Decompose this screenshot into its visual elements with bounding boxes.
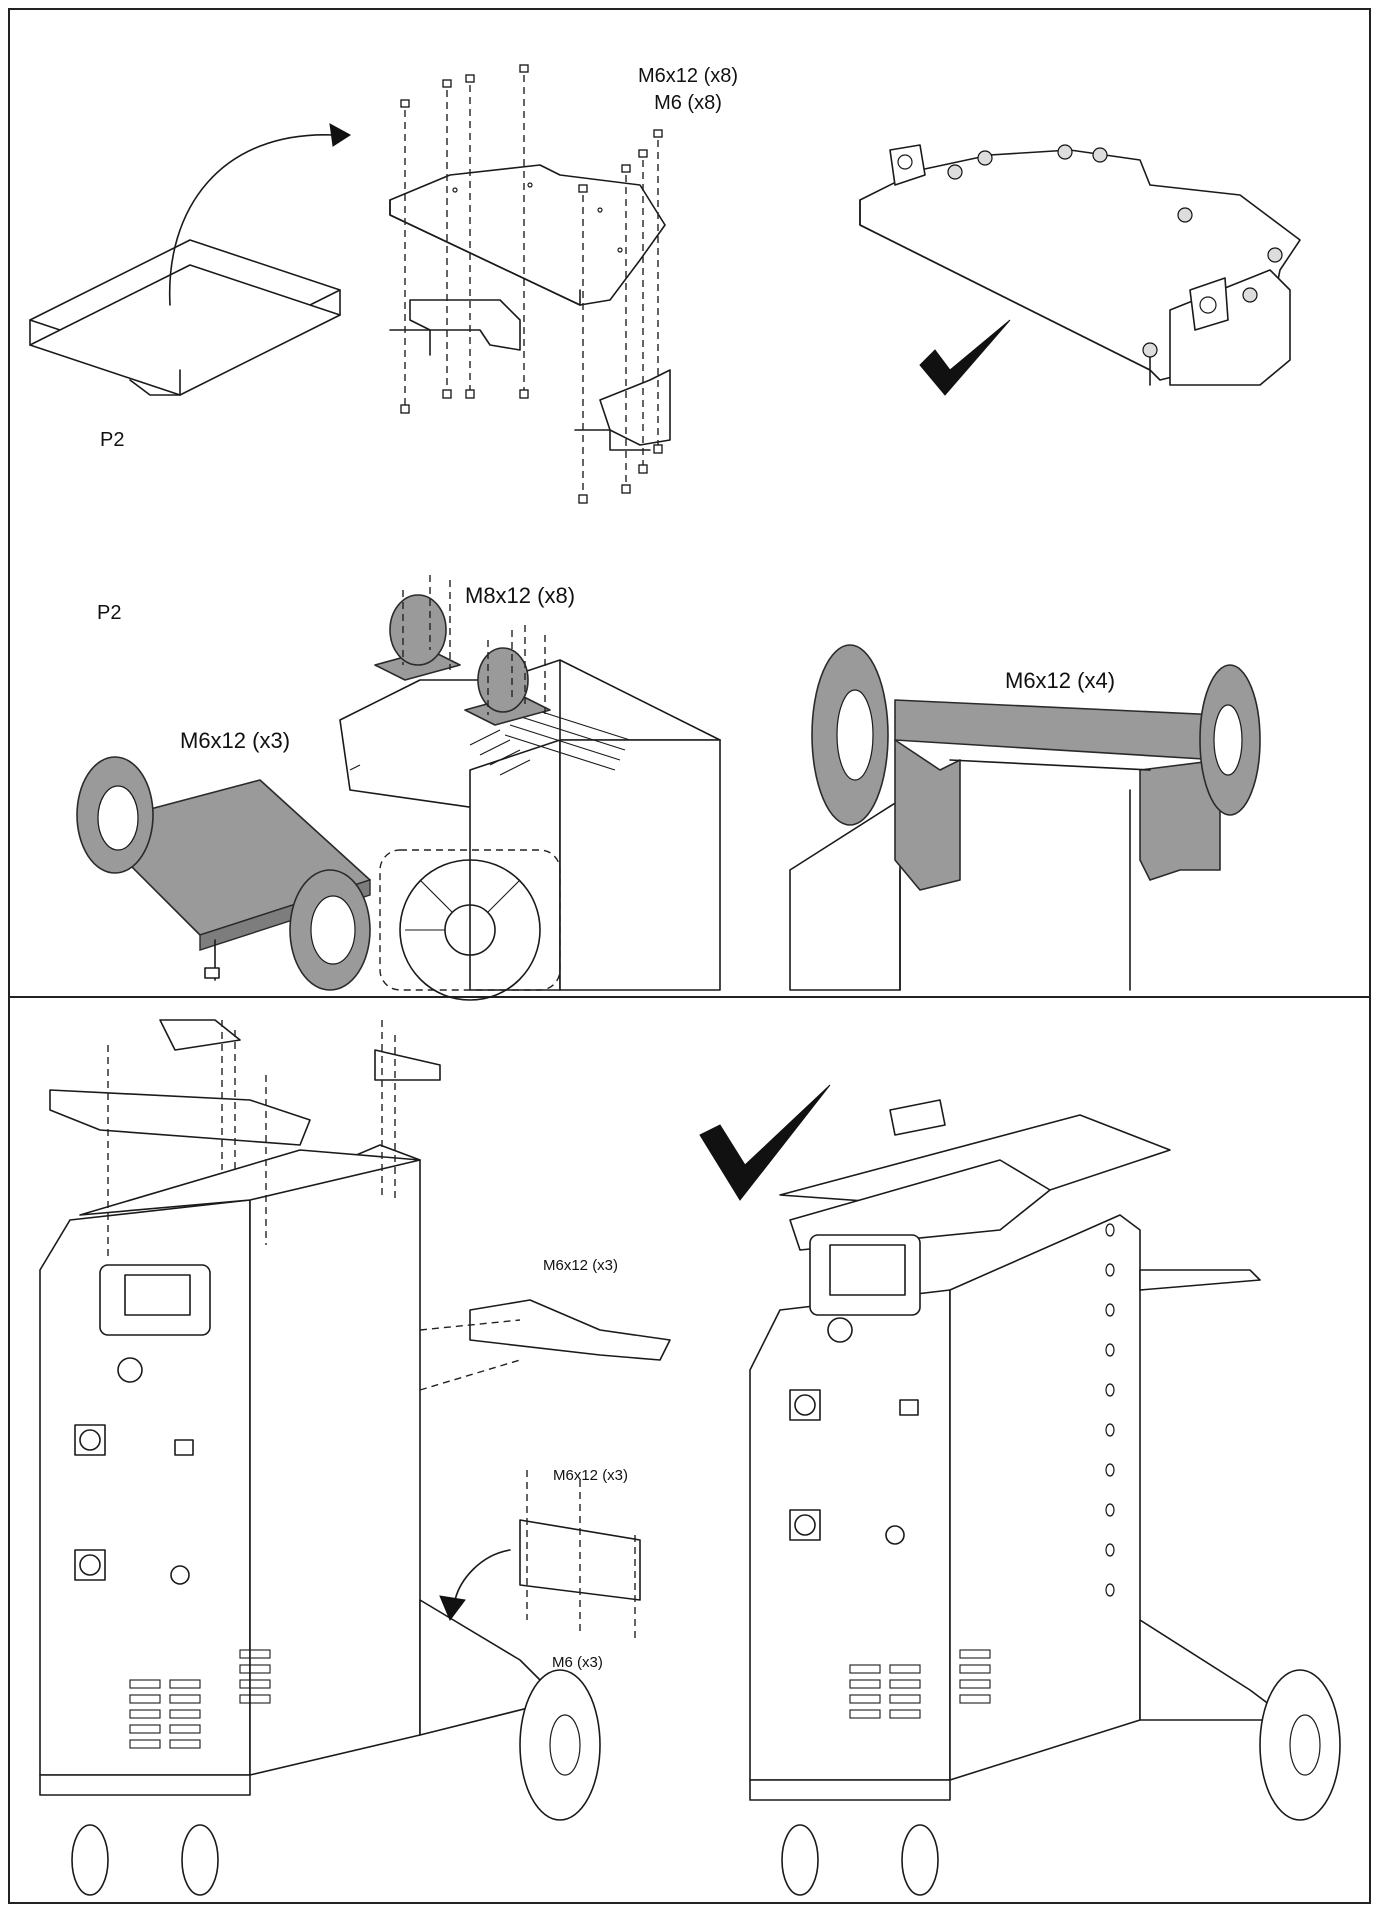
casters-screws-label: M8x12 (x8) (465, 583, 576, 608)
rear-bracket-screws-label: M6x12 (x4) (1005, 668, 1116, 693)
axle-screws-label: M6x12 (x3) (180, 728, 291, 753)
base-plate-assembled (859, 144, 1301, 386)
welding-machine-assembled (749, 1099, 1341, 1896)
casters-gray (374, 575, 551, 726)
screws-label-step1-line2: M6 (x8) (654, 92, 722, 114)
machine-top-step2 (339, 659, 721, 1001)
plate-screws-label: M6x12 (x3) (553, 1467, 629, 1484)
bottle-support-screws-label: M6x12 (x3) (543, 1257, 619, 1274)
package-label-p2-step1: P2 (100, 429, 125, 451)
check-icon (699, 1084, 831, 1201)
check-icon (919, 319, 1011, 396)
rear-bracket-view (789, 644, 1261, 991)
screw-columns (400, 64, 663, 504)
lower-panel-frame (8, 996, 1371, 1904)
base-plate-exploded (389, 164, 671, 451)
box-icon (29, 239, 341, 396)
package-label-p2-step2: P2 (97, 602, 122, 624)
plate-nuts-label: M6 (x3) (552, 1654, 603, 1671)
welding-machine-exploded (39, 1019, 671, 1896)
curved-arrow-icon (168, 123, 351, 306)
screws-label-step1-line1: M6x12 (x8) (637, 65, 739, 87)
front-axle-gray (76, 756, 371, 991)
